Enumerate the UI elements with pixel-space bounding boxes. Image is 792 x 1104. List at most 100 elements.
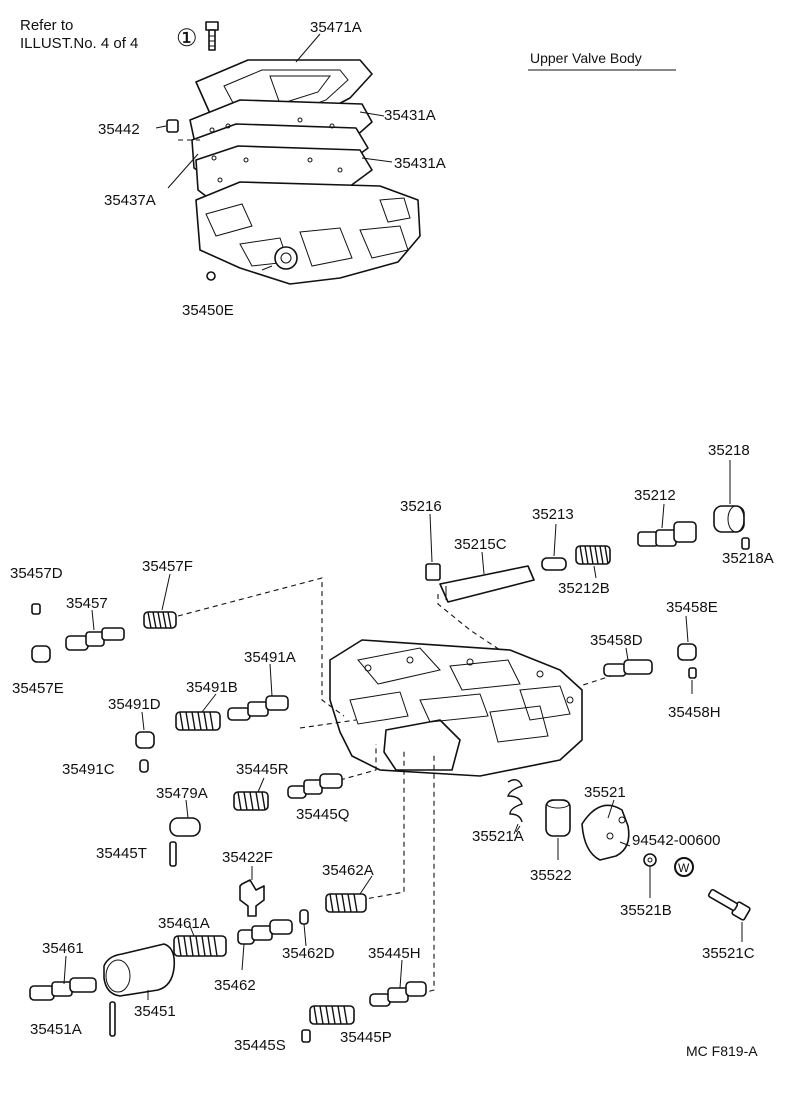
valve-35445H [369, 981, 427, 1007]
spring-35457F [143, 611, 177, 629]
label-35491C: 35491C [62, 761, 115, 778]
label-35218A: 35218A [722, 550, 774, 567]
label-35450E: 35450E [182, 302, 234, 319]
label-35522: 35522 [530, 867, 572, 884]
refer-note-line1: Refer to [20, 17, 73, 34]
label-35422F: 35422F [222, 849, 273, 866]
label-35521A: 35521A [472, 828, 524, 845]
spring-35462A [325, 893, 367, 913]
spring-35521A [507, 779, 523, 835]
label-35431A-upper: 35431A [384, 107, 436, 124]
label-35213: 35213 [532, 506, 574, 523]
spring-35491B [175, 711, 221, 731]
valve-35461 [29, 977, 97, 1001]
pin-35457D [31, 603, 41, 615]
label-35458H: 35458H [668, 704, 721, 721]
spring-35445P [309, 1005, 355, 1025]
svg-text:W: W [678, 861, 690, 875]
valve-35457 [65, 627, 125, 651]
spring-35445R [233, 791, 269, 811]
retainer-35422F [239, 879, 265, 917]
upper-valve-body [195, 181, 421, 285]
plunger-35522 [545, 799, 571, 837]
dash-35457 [177, 577, 345, 717]
washer-35521B [643, 853, 657, 867]
label-35521B: 35521B [620, 902, 672, 919]
valve-35491A [227, 695, 289, 721]
plug-35457E [31, 645, 51, 663]
pin-35491C [139, 759, 149, 773]
label-35212: 35212 [634, 487, 676, 504]
valve-35458D [603, 659, 653, 677]
dash-35491 [299, 719, 357, 729]
label-35215C: 35215C [454, 536, 507, 553]
valve-35212 [637, 521, 697, 547]
label-35471A: 35471A [310, 19, 362, 36]
plug-35213 [541, 557, 567, 571]
label-35431A-lower: 35431A [394, 155, 446, 172]
label-35461: 35461 [42, 940, 84, 957]
label-35451A: 35451A [30, 1021, 82, 1038]
plug-35491D [135, 731, 155, 749]
refer-note-line2: ILLUST.No. 4 of 4 [20, 35, 138, 52]
sleeve-35215C [439, 565, 535, 603]
upper-valve-assembly [189, 59, 421, 285]
dash-35215 [437, 594, 501, 651]
spring-35461A [173, 935, 227, 957]
bolt-35521C [707, 888, 751, 921]
dash-35445H [411, 752, 435, 997]
lower-valve-body [329, 639, 583, 777]
plug-35458E [677, 643, 697, 661]
pin-35445S [301, 1029, 311, 1043]
label-35458E: 35458E [666, 599, 718, 616]
label-35521C: 35521C [702, 945, 755, 962]
plug-35479A [169, 817, 201, 837]
pin-35458H [688, 667, 697, 679]
spring-35212B [575, 545, 611, 565]
plate-35521 [581, 804, 630, 861]
label-35457F: 35457F [142, 558, 193, 575]
label-35479A: 35479A [156, 785, 208, 802]
pin-35462D [299, 909, 309, 925]
label-35461A: 35461A [158, 915, 210, 932]
label-35445T: 35445T [96, 845, 147, 862]
label-35445P: 35445P [340, 1029, 392, 1046]
label-35445Q: 35445Q [296, 806, 349, 823]
valve-35462 [237, 919, 293, 945]
label-35462: 35462 [214, 977, 256, 994]
section-title: Upper Valve Body [530, 50, 642, 66]
label-35458D: 35458D [590, 632, 643, 649]
clip-35216 [425, 563, 441, 581]
label-35451: 35451 [134, 1003, 176, 1020]
ref-circle-symbol: ① [176, 25, 198, 52]
label-35445S: 35445S [234, 1037, 286, 1054]
label-35442: 35442 [98, 121, 140, 138]
label-35491B: 35491B [186, 679, 238, 696]
label-35457D: 35457D [10, 565, 63, 582]
label-94542-00600: 94542-00600 [632, 832, 720, 849]
label-35445R: 35445R [236, 761, 289, 778]
pin-35445T [169, 841, 177, 867]
valve-35445Q [287, 773, 343, 799]
label-35216: 35216 [400, 498, 442, 515]
label-35457E: 35457E [12, 680, 64, 697]
label-35218: 35218 [708, 442, 750, 459]
label-35457: 35457 [66, 595, 108, 612]
ball-35450E [206, 271, 216, 281]
check-ball-35442 [166, 119, 179, 133]
label-35491A: 35491A [244, 649, 296, 666]
washer-symbol-icon: W [674, 857, 694, 877]
pin-35218A [741, 537, 750, 550]
label-35462A: 35462A [322, 862, 374, 879]
plug-35218 [713, 505, 745, 533]
sleeve-35451 [103, 943, 176, 997]
label-35491D: 35491D [108, 696, 161, 713]
label-35437A: 35437A [104, 192, 156, 209]
label-35462D: 35462D [282, 945, 335, 962]
label-35212B: 35212B [558, 580, 610, 597]
bolt-icon [205, 21, 219, 51]
figure-code: MC F819-A [686, 1043, 758, 1059]
dash-35445 [339, 744, 377, 781]
